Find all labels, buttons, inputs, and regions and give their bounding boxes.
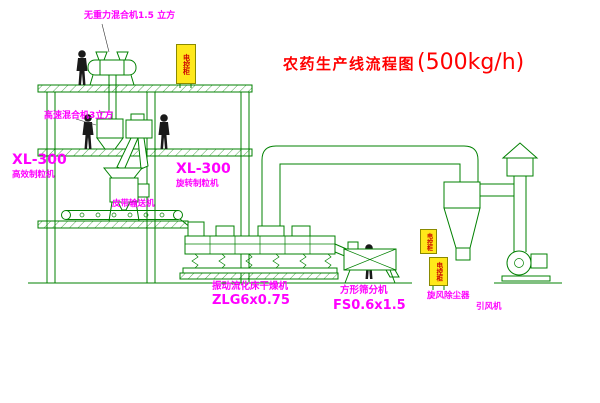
label-high-speed-mixer: 高速混合机3立方 xyxy=(44,111,114,121)
title-capacity: (500kg/h) xyxy=(417,50,525,75)
leader-lines xyxy=(75,23,110,126)
induced-fan-drawing xyxy=(501,250,551,282)
control-cabinet-upper-right: 电控柜 xyxy=(420,229,437,254)
control-cabinet-roof-label: 电控柜 xyxy=(182,53,191,75)
exhaust-stack-drawing xyxy=(501,142,539,252)
label-granulator-left-name: 高效制粒机 xyxy=(12,170,55,180)
worker-figure-top xyxy=(76,50,88,85)
label-cyclone: 旋风除尘器 xyxy=(427,291,470,301)
square-sieve-drawing xyxy=(343,241,400,284)
label-fluid-bed-dryer-model: ZLG6x0.75 xyxy=(212,293,290,308)
control-cabinet-roof: 电控柜 xyxy=(176,44,196,84)
label-granulator-center-model: XL-300 xyxy=(176,161,231,177)
worker-figure-mid-right xyxy=(158,114,170,149)
label-square-sieve-model: FS0.6x1.5 xyxy=(333,298,406,313)
label-induced-fan: 引风机 xyxy=(476,302,502,312)
high-speed-mixer-drawing xyxy=(96,111,124,150)
label-granulator-left-model: XL-300 xyxy=(12,152,67,168)
control-cabinet-lower-right: 电控柜 xyxy=(429,257,448,286)
label-square-sieve: 方形筛分机 xyxy=(340,285,388,296)
label-fluid-bed-dryer: 振动流化床干燥机 xyxy=(212,281,289,292)
title-text: 农药生产线流程图 xyxy=(283,55,416,73)
granulator-drawing xyxy=(102,167,150,222)
control-cabinet-upper-right-label: 电控柜 xyxy=(425,232,433,251)
fluid-bed-dryer-drawing xyxy=(179,221,352,280)
control-cabinet-lower-right-label: 电控柜 xyxy=(434,261,443,282)
cyclone-drawing xyxy=(443,181,515,261)
belt-conveyor-drawing xyxy=(61,210,192,229)
label-gravity-mixer: 无重力混合机1.5 立方 xyxy=(84,11,176,21)
label-granulator-center-name: 旋转制粒机 xyxy=(176,179,219,189)
cabinet-legs xyxy=(179,84,445,290)
diagram-title: 农药生产线流程图 (500kg/h) xyxy=(283,50,524,75)
label-belt-conveyor: 皮带输送机 xyxy=(112,199,155,209)
